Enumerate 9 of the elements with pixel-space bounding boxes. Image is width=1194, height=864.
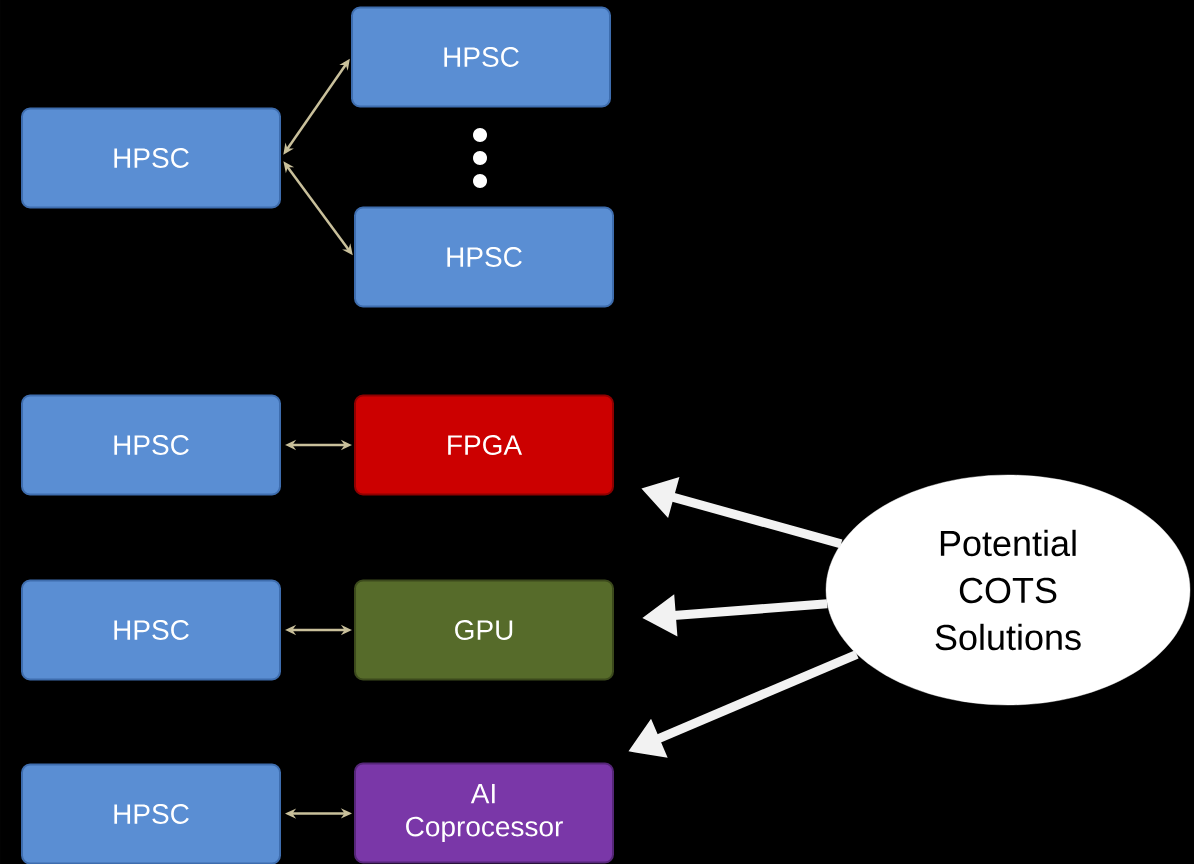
process-box: HPSC: [21, 579, 281, 681]
process-box: HPSC: [21, 763, 281, 864]
process-box: HPSC: [351, 6, 611, 108]
process-box: HPSC: [354, 206, 614, 308]
process-box: HPSC: [21, 107, 281, 209]
process-box: HPSC: [21, 394, 281, 496]
process-box: GPU: [354, 579, 614, 681]
process-box: AI Coprocessor: [354, 762, 614, 864]
process-box: FPGA: [354, 394, 614, 496]
